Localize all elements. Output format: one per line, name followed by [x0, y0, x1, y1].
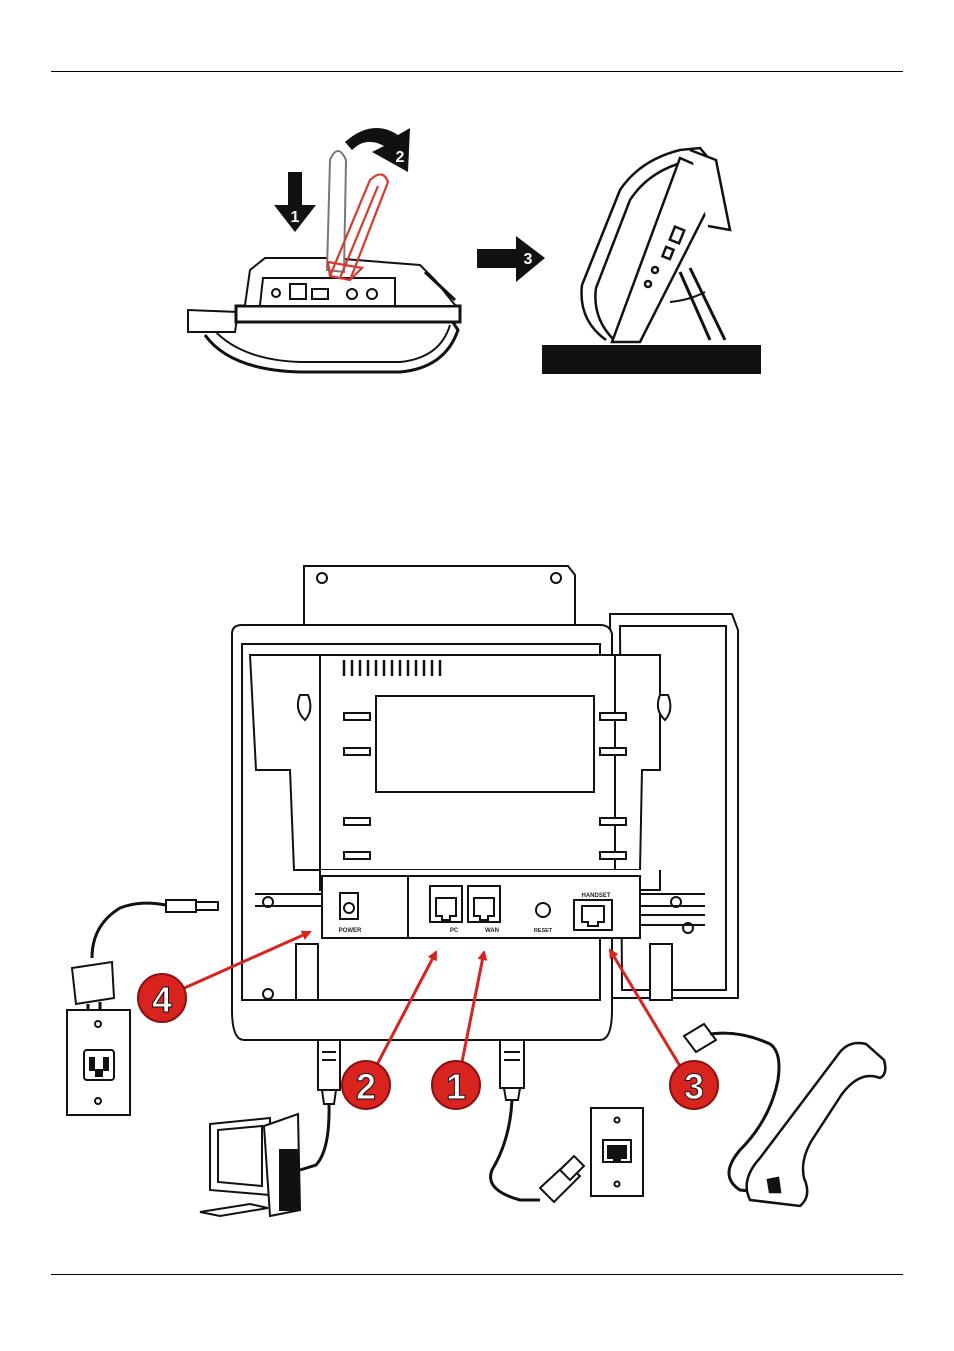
port-panel	[255, 876, 705, 938]
reset-label: RESET	[534, 928, 553, 934]
callout-4: 4	[138, 974, 186, 1022]
connection-figure: POWER PC WAN RESET HANDSET	[67, 563, 885, 1218]
stand-figure: 1 2 3	[188, 128, 761, 374]
pc-port-label: PC	[450, 928, 459, 934]
phone-flat-illustration	[188, 258, 460, 372]
handset-port-label: HANDSET	[581, 893, 610, 899]
wan-port-label: WAN	[485, 928, 499, 934]
network-wall-jack	[591, 1108, 643, 1196]
arrow-step-1: 1	[274, 172, 316, 232]
callout-4-label: 4	[152, 979, 172, 1020]
power-port-label: POWER	[339, 928, 362, 934]
callout-2-label: 2	[356, 1066, 376, 1107]
phone-standing-illustration	[582, 148, 731, 342]
step-3-label: 3	[524, 251, 533, 268]
callout-1-label: 1	[446, 1066, 466, 1107]
step-2-label: 2	[396, 149, 405, 166]
callout-3-label: 3	[684, 1066, 704, 1107]
callout-2: 2	[342, 1061, 390, 1109]
wall-outlet	[67, 1010, 130, 1115]
desk-surface	[542, 345, 761, 374]
arrow-step-3: 3	[477, 236, 545, 282]
callout-3: 3	[670, 1061, 718, 1109]
reset-button	[536, 903, 550, 917]
step-1-label: 1	[291, 209, 300, 226]
arrow-step-2: 2	[345, 128, 410, 172]
callout-1: 1	[432, 1061, 480, 1109]
stand-before	[327, 151, 346, 272]
